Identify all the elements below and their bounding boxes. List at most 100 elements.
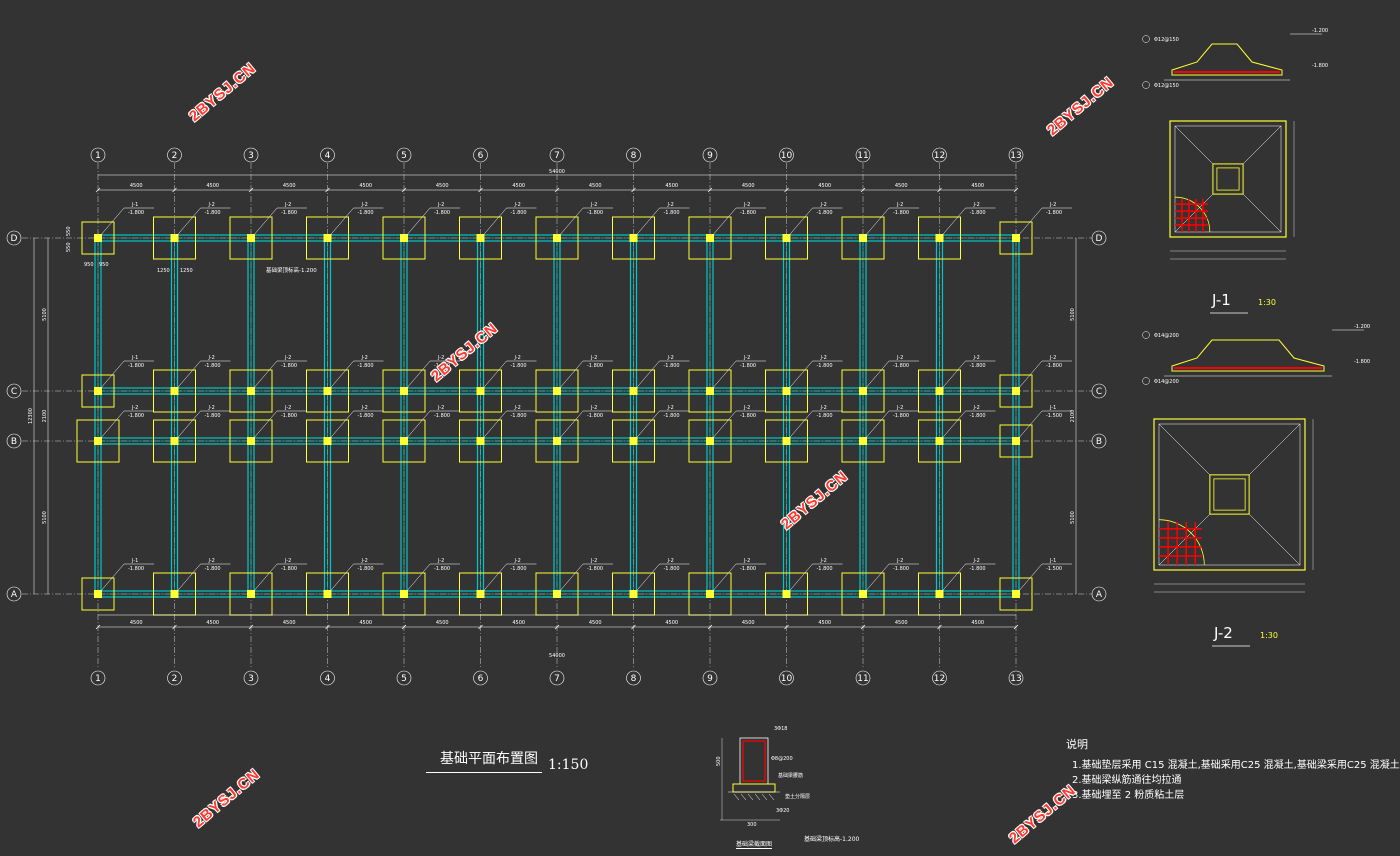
footing-label: J-1 bbox=[131, 355, 138, 361]
axis-bubble bbox=[1091, 586, 1107, 602]
axis-letter: C bbox=[11, 387, 17, 397]
footing-elevation: -1.800 bbox=[664, 413, 680, 419]
leader-line bbox=[558, 360, 584, 390]
footing-elevation: -1.800 bbox=[970, 210, 986, 216]
leader-line bbox=[176, 207, 201, 237]
slope-line bbox=[1174, 125, 1214, 165]
axis-bubble bbox=[1091, 230, 1107, 246]
slope-line bbox=[1158, 423, 1211, 476]
footing-label: J-2 bbox=[667, 355, 674, 361]
axis-bubble bbox=[6, 230, 22, 246]
footing-inner bbox=[1158, 423, 1301, 566]
leader-line bbox=[558, 410, 584, 440]
footing-pad bbox=[306, 419, 349, 463]
column-square bbox=[859, 590, 867, 598]
callout-bubble bbox=[1142, 35, 1150, 43]
detail-scale: 1:30 bbox=[1260, 631, 1278, 640]
section-width: 300 bbox=[747, 822, 757, 828]
section-label: 基础梁腰筋 bbox=[778, 772, 803, 779]
column-square bbox=[1012, 387, 1020, 395]
leader-line bbox=[405, 410, 431, 440]
footing-elevation: -1.800 bbox=[587, 566, 603, 572]
footing-elevation: -1.800 bbox=[587, 210, 603, 216]
axis-number: 3 bbox=[248, 151, 254, 161]
footing-pad bbox=[688, 419, 732, 463]
dimension-tick bbox=[172, 624, 177, 630]
leader-line bbox=[176, 563, 201, 593]
axis-number: 12 bbox=[934, 674, 945, 684]
leader-line bbox=[941, 360, 966, 390]
footing-label: J-2 bbox=[667, 202, 674, 208]
column-square bbox=[400, 234, 408, 242]
axis-bubble bbox=[90, 147, 106, 163]
column-square bbox=[935, 590, 944, 598]
footing-elevation: -1.800 bbox=[358, 210, 374, 216]
axis-bubble bbox=[702, 670, 718, 686]
leader-line bbox=[864, 360, 890, 390]
axis-bubble bbox=[932, 670, 947, 686]
footing-elevation: -1.800 bbox=[358, 566, 374, 572]
axis-number: 2 bbox=[172, 151, 178, 161]
footing-label: J-2 bbox=[743, 202, 750, 208]
axis-bubble bbox=[320, 147, 335, 163]
dimension-text: 4500 bbox=[665, 183, 678, 189]
dimension-tick bbox=[401, 624, 407, 630]
footing-pad bbox=[765, 369, 808, 413]
dimension-text: 1250 bbox=[157, 268, 170, 274]
slope-line bbox=[1242, 125, 1282, 165]
footing-label: J-2 bbox=[590, 558, 597, 564]
footing-pad bbox=[688, 216, 732, 260]
footing-elevation: -1.800 bbox=[128, 413, 144, 419]
axis-bubble bbox=[779, 147, 794, 163]
column-square bbox=[706, 437, 714, 445]
column-square bbox=[782, 590, 791, 598]
footing-elevation: -1.800 bbox=[587, 413, 603, 419]
column-square bbox=[476, 387, 485, 395]
footing-label: J-2 bbox=[437, 202, 444, 208]
dimension-text: 5100 bbox=[42, 308, 48, 321]
rebar-cutout bbox=[1158, 519, 1205, 566]
footing-elevation: -1.800 bbox=[281, 210, 297, 216]
dimension-tick bbox=[860, 624, 866, 630]
footing-label: J-2 bbox=[667, 558, 674, 564]
leader-line bbox=[941, 410, 966, 440]
footing-label: J-2 bbox=[590, 355, 597, 361]
rebar-label: Φ14@200 bbox=[1154, 333, 1179, 339]
dimension-text: 950 bbox=[99, 262, 109, 268]
dimension-tick bbox=[937, 187, 942, 193]
leader-line bbox=[482, 360, 507, 390]
footing-elevation: -1.800 bbox=[281, 413, 297, 419]
dimension-text: 1250 bbox=[180, 268, 193, 274]
dimension-tick bbox=[478, 624, 483, 630]
leader-line bbox=[711, 360, 737, 390]
footing-pad bbox=[612, 216, 655, 260]
footing-label: J-2 bbox=[896, 405, 903, 411]
footing-elevation: -1.500 bbox=[1046, 566, 1062, 572]
beam-elevation-note: 基础梁顶标高-1.200 bbox=[266, 266, 317, 274]
axis-bubble bbox=[626, 147, 641, 163]
axis-letter: A bbox=[11, 590, 18, 600]
dimension-tick bbox=[172, 187, 177, 193]
footing-label: J-2 bbox=[896, 355, 903, 361]
leader-line bbox=[329, 410, 354, 440]
footing-label: J-2 bbox=[514, 405, 521, 411]
column-square bbox=[706, 234, 714, 242]
column-outline bbox=[1212, 163, 1244, 195]
dimension-tick bbox=[631, 624, 636, 630]
footing-label: J-2 bbox=[208, 202, 215, 208]
footing-pad bbox=[765, 419, 808, 463]
axis-bubble bbox=[473, 147, 488, 163]
dimension-tick bbox=[707, 187, 713, 193]
footing-pad bbox=[999, 221, 1033, 255]
footing-pad bbox=[81, 374, 115, 408]
dimension-tick bbox=[631, 187, 636, 193]
footing-label: J-2 bbox=[208, 355, 215, 361]
axis-bubble bbox=[549, 147, 565, 163]
footing-label: J-2 bbox=[514, 202, 521, 208]
axis-bubble bbox=[243, 670, 259, 686]
section-bottom-bars: 3Φ20 bbox=[776, 808, 789, 814]
axis-bubble bbox=[626, 670, 641, 686]
leader-line bbox=[1017, 563, 1043, 593]
column-square bbox=[553, 234, 561, 242]
footing-pad bbox=[765, 216, 808, 260]
